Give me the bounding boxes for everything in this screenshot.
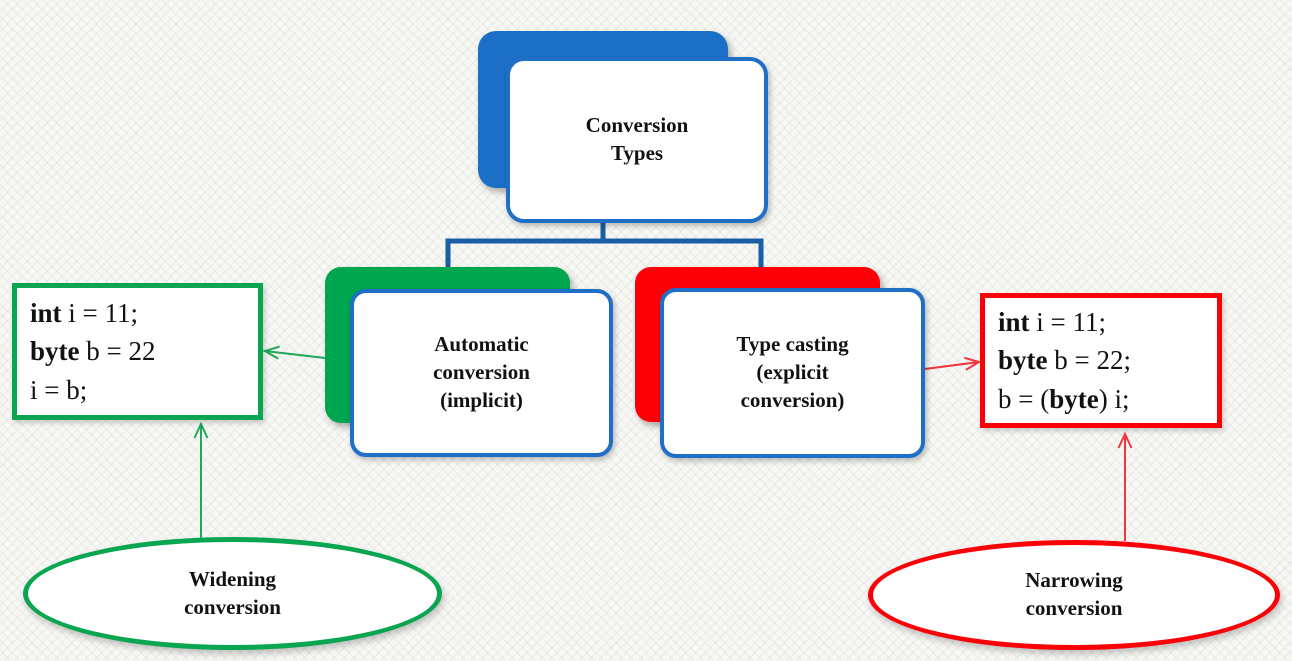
type-casting-label: Type casting (explicit conversion) — [736, 332, 849, 412]
widening-conversion-ellipse: Widening conversion — [23, 537, 442, 650]
code-line: int i = 11; — [998, 307, 1106, 337]
code-line: byte b = 22 — [30, 336, 156, 367]
automatic-conversion-label: Automatic conversion (implicit) — [433, 332, 530, 412]
narrowing-conversion-label: Narrowing conversion — [1025, 568, 1123, 620]
automatic-conversion-card: Automatic conversion (implicit) — [350, 289, 613, 457]
root-node-card: Conversion Types — [506, 57, 768, 223]
code-line: byte b = 22; — [998, 345, 1131, 376]
arrow-left-card-to-widening-code — [262, 345, 326, 360]
narrowing-code-box: int i = 11; byte b = 22; b = (byte) i; — [980, 293, 1222, 428]
arrow-narrowing-ellipse-to-code — [1117, 431, 1133, 541]
widening-code-box: int i = 11; byte b = 22 i = b; — [12, 283, 263, 420]
narrowing-conversion-ellipse: Narrowing conversion — [868, 540, 1280, 650]
widening-conversion-label: Widening conversion — [184, 566, 281, 619]
code-line: b = (byte) i; — [998, 383, 1130, 414]
root-node-label: Conversion Types — [585, 113, 689, 165]
type-casting-card: Type casting (explicit conversion) — [660, 288, 925, 458]
code-line: int i = 11; — [30, 298, 138, 328]
arrow-widening-ellipse-to-code — [193, 421, 209, 538]
arrow-right-card-to-narrowing-code — [916, 356, 982, 371]
code-line: i = b; — [30, 374, 88, 405]
